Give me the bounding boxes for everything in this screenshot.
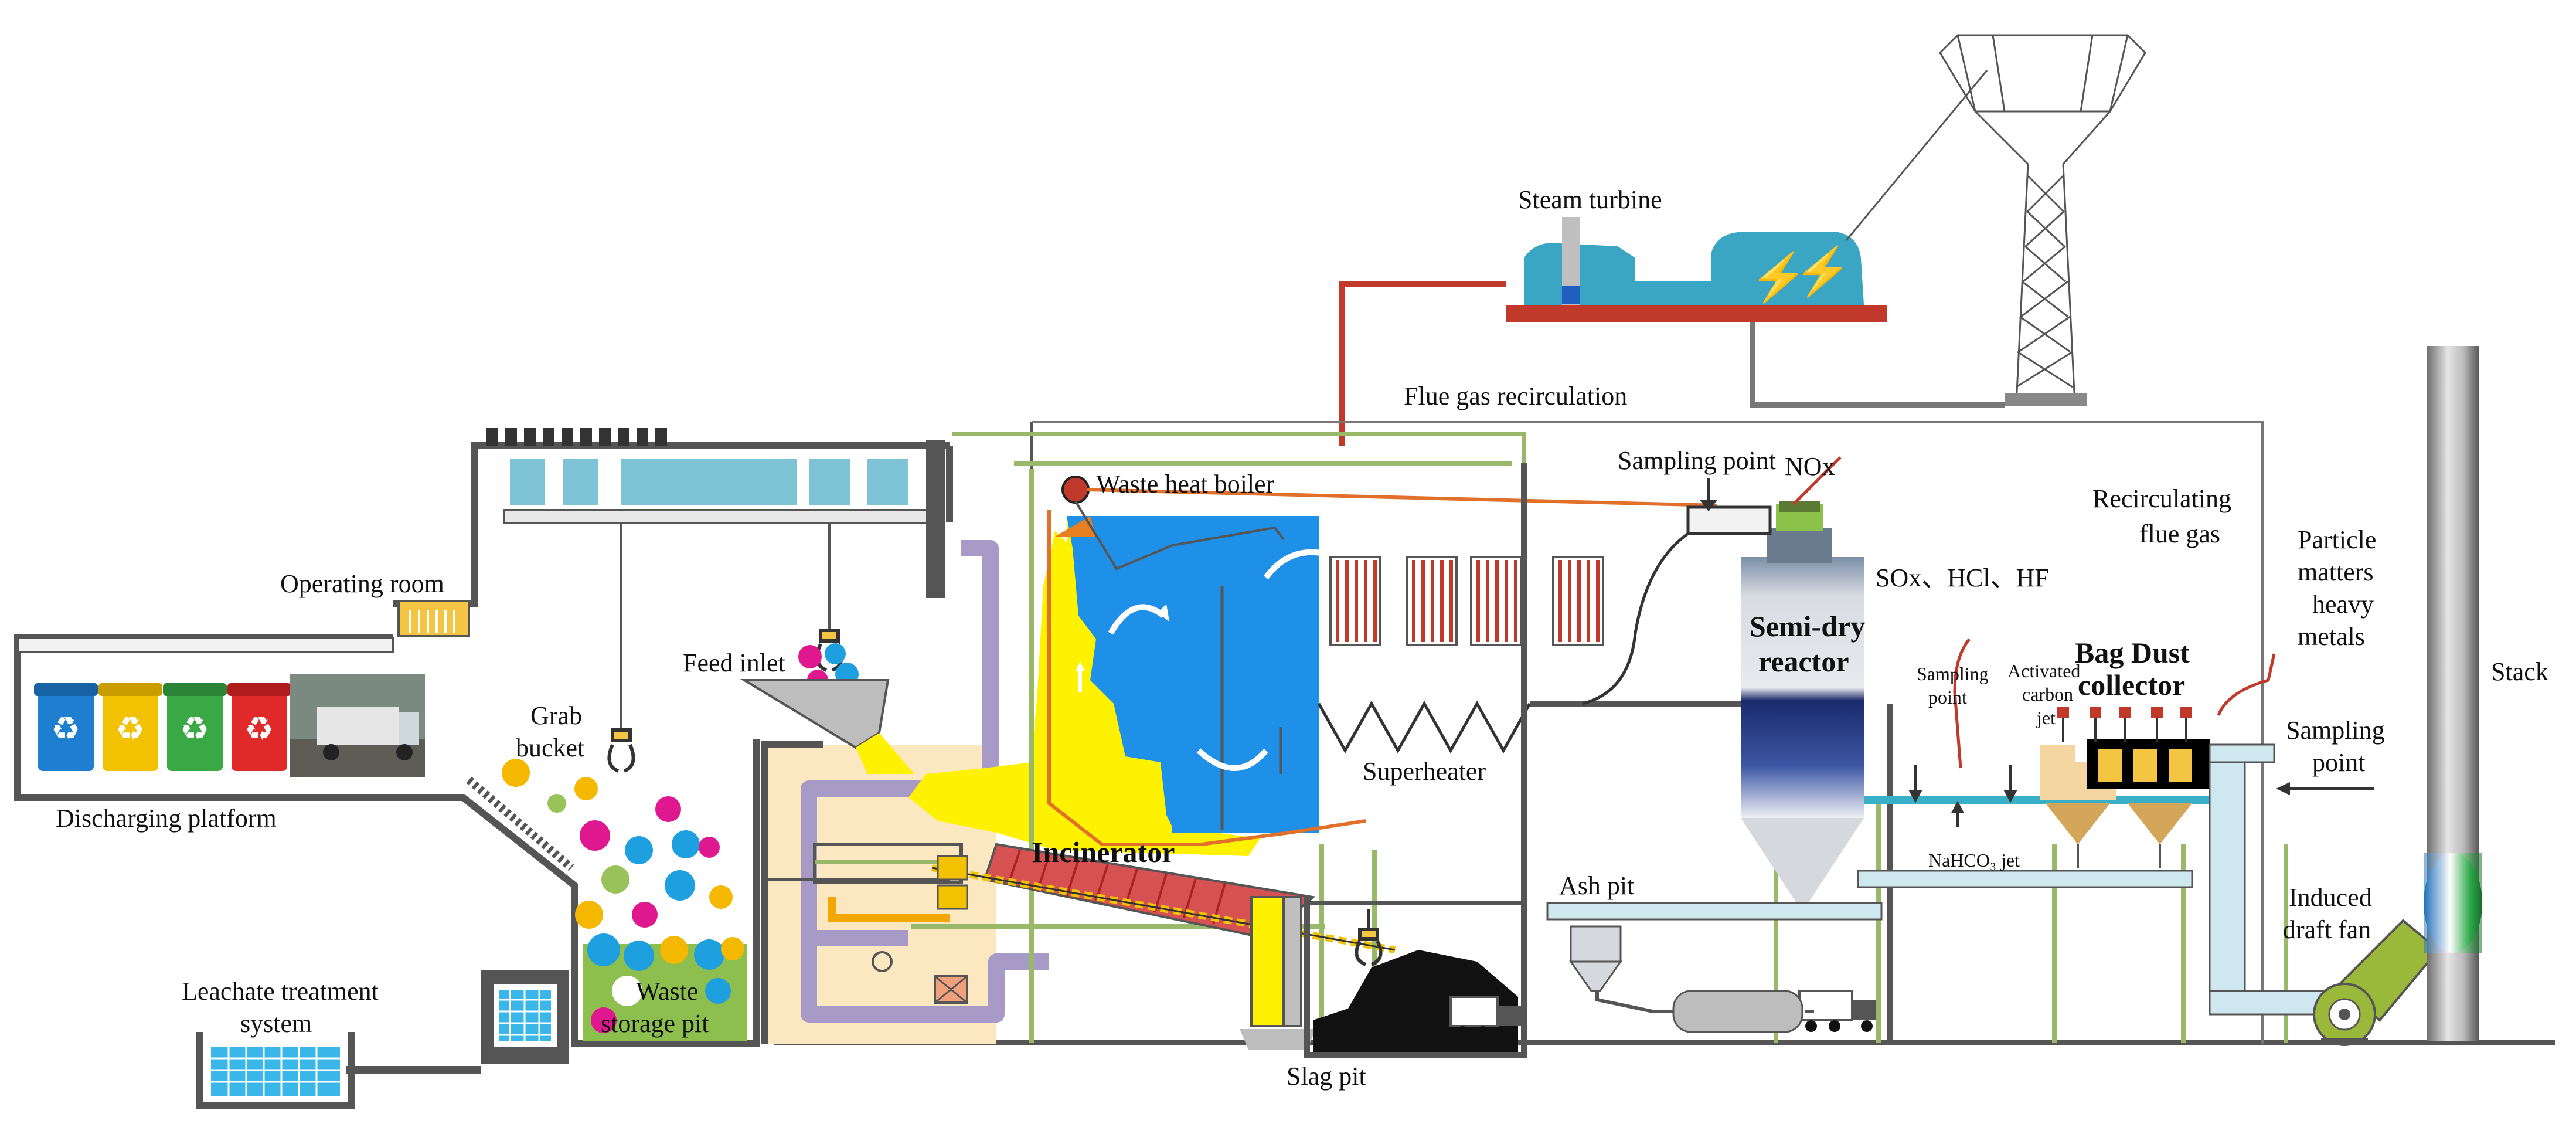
label-leachate-1: Leachate treatment <box>182 977 379 1006</box>
waste-storage-pit <box>583 933 747 1041</box>
label-nahco3-jet: NaHCO₃ jet <box>1928 850 2020 871</box>
ash-transport <box>1546 870 2193 1033</box>
label-bag-dust-2: collector <box>2078 668 2185 701</box>
waste-heat-boiler <box>1055 476 1329 833</box>
label-slag-pit: Slag pit <box>1287 1062 1366 1091</box>
label-flue-gas-recirculation: Flue gas recirculation <box>1404 382 1627 410</box>
label-particle-2: matters <box>2298 558 2374 586</box>
label-sampling-left-2: point <box>1928 687 1967 708</box>
bin-blue: ♻ <box>34 683 98 771</box>
ground-lines <box>346 1040 2555 1074</box>
lightning-icon: ⚡ <box>1750 250 1808 305</box>
label-grab-bucket-1: Grab <box>530 701 582 730</box>
leachate-treatment-tank <box>196 1032 355 1109</box>
steam-turbine: ⚡ ⚡ <box>1506 217 2005 408</box>
structural-frame <box>911 432 2288 1043</box>
grab-claw-icon <box>1355 909 1383 966</box>
label-semi-dry-1: Semi-dry <box>1750 610 1865 643</box>
diagram-labels: Steam turbine Flue gas recirculation Sam… <box>56 185 2548 1091</box>
bin-green: ♻ <box>163 683 227 771</box>
flue-gas-recirculation-ducts <box>801 540 1049 1023</box>
label-activated-carbon-2: carbon <box>2022 684 2073 705</box>
label-bag-dust-1: Bag Dust <box>2075 636 2190 669</box>
recycle-icon: ♻ <box>244 711 274 748</box>
label-incinerator: Incinerator <box>1032 836 1175 868</box>
sox-indicator-line <box>1953 638 1971 769</box>
bin-yellow: ♻ <box>98 683 162 771</box>
label-sox-hcl-hf: SOx、HCl、HF <box>1876 563 2049 592</box>
label-particle-4: metals <box>2298 622 2365 651</box>
transmission-tower-icon <box>1845 34 2146 406</box>
slag-pit <box>1304 897 1527 1058</box>
recycle-icon: ♻ <box>180 711 209 748</box>
main-steam-line <box>1339 281 1506 446</box>
bag-dust-collector <box>1864 707 2216 868</box>
label-recirculating-2: flue gas <box>2139 520 2220 548</box>
flue-duct <box>2209 743 2328 1016</box>
nox-indicator-line <box>1792 456 1842 505</box>
incinerator-grate <box>762 843 1396 953</box>
feed-hopper <box>740 679 914 774</box>
superheater-coils <box>1329 556 1604 646</box>
garbage-truck-photo <box>290 674 425 777</box>
recycle-icon: ♻ <box>115 711 145 748</box>
label-recirculating-1: Recirculating <box>2092 484 2231 513</box>
steam-pipes <box>1047 488 1718 846</box>
label-induced-draft-1: Induced <box>2289 883 2372 912</box>
operating-room-window-lines <box>409 610 455 633</box>
label-sampling-point-top: Sampling point <box>1618 446 1776 475</box>
label-nox: NOx <box>1785 452 1835 481</box>
label-waste-storage-1: Waste <box>636 977 698 1006</box>
bin-red: ♻ <box>227 683 291 771</box>
recycle-icon: ♻ <box>51 711 80 748</box>
leachate-pump-box <box>481 970 569 1064</box>
label-waste-heat-boiler: Waste heat boiler <box>1096 470 1275 498</box>
injection-arrows <box>1908 765 2374 827</box>
plant-boundary <box>1032 421 2264 1044</box>
truck-icon <box>1798 990 1876 1032</box>
label-sampling-right-2: point <box>2312 748 2365 777</box>
particle-indicator-line <box>2217 653 2276 716</box>
label-waste-storage-2: storage pit <box>601 1009 709 1038</box>
garbage-bins: ♻ ♻ ♻ ♻ <box>34 674 425 777</box>
label-particle-1: Particle <box>2298 525 2376 554</box>
label-feed-inlet: Feed inlet <box>683 649 785 677</box>
truck-icon <box>1449 996 1521 1038</box>
label-superheater: Superheater <box>1363 757 1486 786</box>
lightning-icon: ⚡ <box>1794 245 1852 299</box>
semi-dry-reactor <box>1741 501 1864 903</box>
grab-claw-icon <box>607 728 635 773</box>
label-discharging-platform: Discharging platform <box>56 804 277 833</box>
label-induced-draft-2: draft fan <box>2283 915 2371 944</box>
label-semi-dry-2: reactor <box>1758 645 1849 678</box>
sampling-line <box>1582 478 1772 705</box>
label-activated-carbon-3: jet <box>2036 707 2056 728</box>
label-leachate-2: system <box>240 1009 312 1038</box>
superheater <box>1317 556 1747 754</box>
label-steam-turbine: Steam turbine <box>1518 185 1662 214</box>
label-activated-carbon-1: Activated <box>2007 660 2080 681</box>
stack <box>2424 346 2482 1041</box>
label-sampling-left-1: Sampling <box>1917 663 1989 684</box>
label-ash-pit: Ash pit <box>1559 871 1634 900</box>
label-grab-bucket-2: bucket <box>516 734 584 762</box>
label-stack: Stack <box>2491 657 2548 686</box>
label-sampling-right-1: Sampling <box>2286 716 2385 745</box>
label-operating-room: Operating room <box>280 569 444 598</box>
slag-extraction <box>1240 896 1316 1050</box>
label-particle-3: heavy <box>2312 590 2374 619</box>
roof-teeth <box>486 428 667 446</box>
